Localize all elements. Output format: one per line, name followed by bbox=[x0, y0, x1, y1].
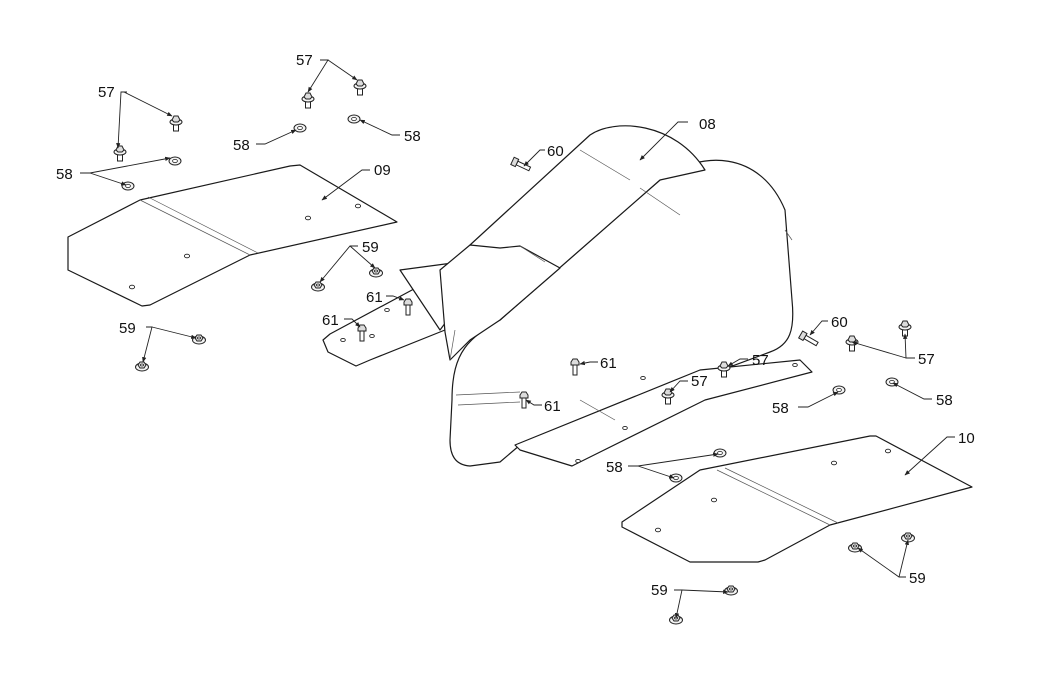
washer bbox=[121, 181, 135, 191]
label-60: 60 bbox=[547, 143, 564, 160]
label-60: 60 bbox=[831, 314, 848, 331]
label-57: 57 bbox=[918, 351, 935, 368]
hex-bolt bbox=[403, 298, 413, 316]
label-61: 61 bbox=[544, 398, 561, 415]
washer bbox=[168, 156, 182, 166]
flange-nut bbox=[311, 281, 325, 292]
label-58: 58 bbox=[936, 392, 953, 409]
label-59: 59 bbox=[909, 570, 926, 587]
label-61: 61 bbox=[322, 312, 339, 329]
flange-bolt bbox=[301, 92, 315, 109]
washer bbox=[347, 114, 361, 124]
hex-bolt bbox=[797, 330, 819, 347]
flange-bolt bbox=[169, 115, 183, 132]
washer bbox=[669, 473, 683, 483]
flange-nut bbox=[135, 361, 149, 372]
label-58: 58 bbox=[772, 400, 789, 417]
part-08-cover bbox=[322, 125, 813, 467]
label-57: 57 bbox=[691, 373, 708, 390]
flange-nut bbox=[192, 334, 206, 345]
leader-lines bbox=[80, 59, 955, 619]
label-10: 10 bbox=[958, 430, 975, 447]
washer bbox=[293, 123, 307, 133]
washer bbox=[832, 385, 846, 395]
label-58: 58 bbox=[404, 128, 421, 145]
label-57: 57 bbox=[752, 352, 769, 369]
label-58: 58 bbox=[233, 137, 250, 154]
part-09-plate bbox=[67, 164, 398, 307]
flange-bolt bbox=[717, 361, 731, 378]
label-08: 08 bbox=[699, 116, 716, 133]
hex-bolt bbox=[510, 156, 532, 172]
label-61: 61 bbox=[366, 289, 383, 306]
flange-bolt bbox=[898, 320, 912, 337]
label-58: 58 bbox=[56, 166, 73, 183]
label-59: 59 bbox=[362, 239, 379, 256]
flange-nut bbox=[848, 542, 862, 553]
label-57: 57 bbox=[296, 52, 313, 69]
flange-nut bbox=[369, 267, 383, 278]
label-57: 57 bbox=[98, 84, 115, 101]
washer bbox=[713, 448, 727, 458]
hex-bolt bbox=[570, 358, 580, 376]
label-59: 59 bbox=[119, 320, 136, 337]
callout-labels: 08 09 10 57 57 57 57 57 58 58 58 58 58 5… bbox=[56, 52, 975, 599]
label-09: 09 bbox=[374, 162, 391, 179]
part-10-plate bbox=[621, 435, 973, 563]
flange-nut bbox=[901, 532, 915, 543]
flange-bolt bbox=[113, 145, 127, 162]
label-58: 58 bbox=[606, 459, 623, 476]
flange-nut bbox=[724, 585, 738, 596]
label-61: 61 bbox=[600, 355, 617, 372]
flange-bolt bbox=[353, 79, 367, 96]
label-59: 59 bbox=[651, 582, 668, 599]
